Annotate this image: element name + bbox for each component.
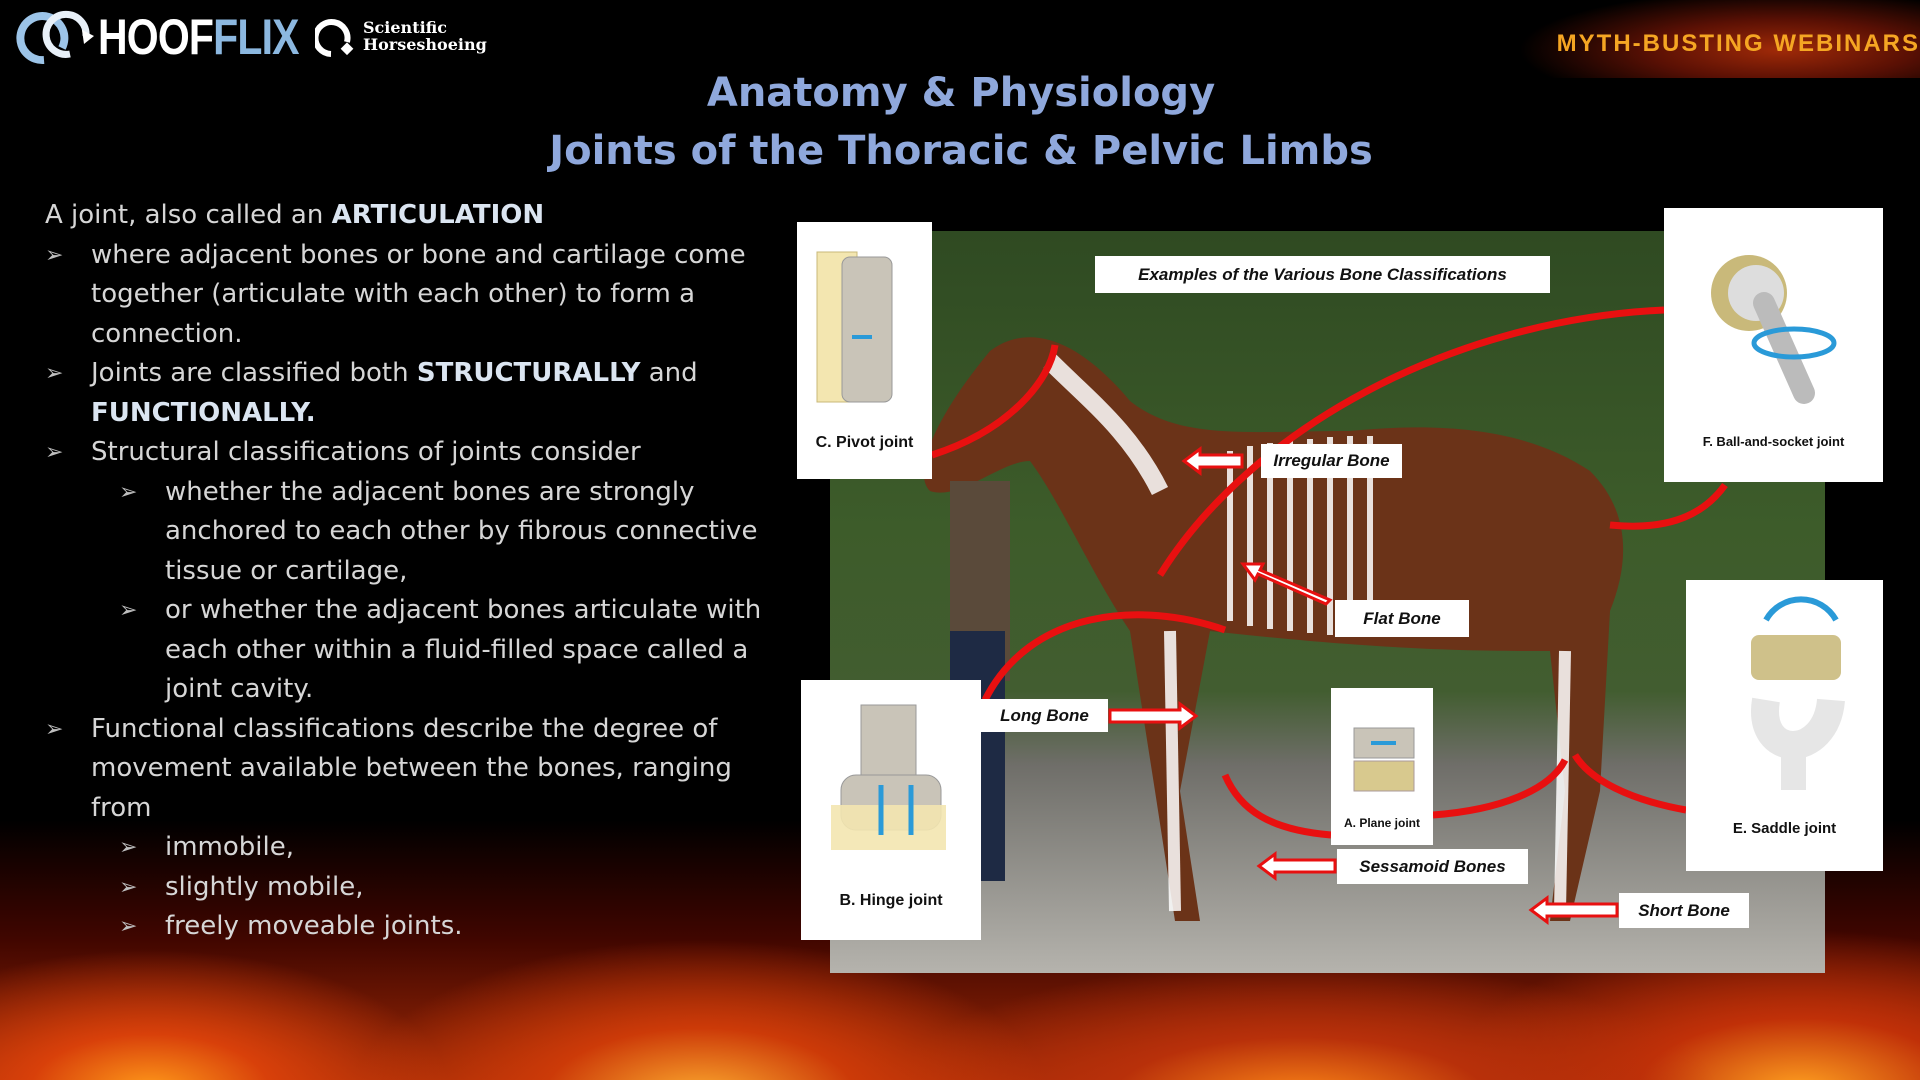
pivot-joint-label: C. Pivot joint — [815, 434, 914, 451]
sub-bullet: ➢slightly mobile, — [45, 868, 765, 908]
short-bone-label: Short Bone — [1619, 893, 1749, 928]
arrow-bullet-icon: ➢ — [45, 716, 64, 742]
bullet: ➢Functional classifications describe the… — [45, 710, 765, 829]
bullet: ➢Structural classifications of joints co… — [45, 433, 765, 473]
saddle-arrow — [1572, 753, 1687, 814]
plane-joint-icon — [1353, 727, 1415, 792]
arrow-bullet-icon: ➢ — [119, 479, 138, 505]
flat-bone-label: Flat Bone — [1335, 600, 1469, 637]
ball-arrow — [1157, 306, 1665, 577]
sub-bullet: ➢immobile, — [45, 828, 765, 868]
saddle-joint-icon — [1751, 596, 1845, 790]
arrow-bullet-icon: ➢ — [119, 598, 138, 623]
sub-bullet: ➢whether the adjacent bones are strongly… — [45, 473, 765, 592]
slide-title-line2: Joints of the Thoracic & Pelvic Limbs — [549, 128, 1373, 174]
plane-arrow-right — [1432, 758, 1569, 819]
horseshoe-logo-icon — [16, 10, 94, 65]
pivot-arrow — [930, 344, 1059, 459]
arrow-bullet-icon: ➢ — [45, 242, 64, 268]
sesamoid-bones-label: Sessamoid Bones — [1337, 849, 1528, 884]
saddle-joint-card: E. Saddle joint — [1686, 580, 1883, 871]
ball-socket-joint-icon — [1711, 255, 1837, 404]
hinge-joint-icon — [831, 704, 946, 850]
hinge-arrow — [981, 611, 1227, 702]
bullet: ➢Joints are classified both STRUCTURALLY… — [45, 354, 765, 433]
irregular-bone-label: Irregular Bone — [1261, 444, 1402, 478]
arrow-bullet-icon: ➢ — [119, 914, 138, 939]
ball-socket-joint-label: F. Ball-and-socket joint — [1702, 434, 1845, 449]
ball-socket-joint-card: F. Ball-and-socket joint — [1664, 208, 1883, 482]
hinge-joint-label: B. Hinge joint — [839, 892, 943, 909]
figure-title: Examples of the Various Bone Classificat… — [1095, 256, 1550, 293]
arrow-bullet-icon: ➢ — [119, 874, 138, 900]
arrow-bullet-icon: ➢ — [119, 835, 138, 860]
plane-joint-card: A. Plane joint — [1331, 688, 1433, 845]
long-bone-label: Long Bone — [981, 699, 1108, 732]
pivot-joint-card: C. Pivot joint — [797, 222, 932, 479]
slide-body: A joint, also called an ARTICULATION ➢wh… — [45, 196, 765, 947]
hoofflix-logo: HOOFFLIX — [16, 8, 343, 66]
hoofflix-wordmark: HOOFFLIX — [98, 9, 300, 65]
horseshoe-icon — [315, 19, 354, 57]
arrow-bullet-icon: ➢ — [45, 361, 64, 386]
plane-arrow-left — [1221, 773, 1332, 839]
bullet: ➢where adjacent bones or bone and cartil… — [45, 236, 765, 355]
series-badge: MYTH-BUSTING WEBINARS — [1520, 0, 1920, 78]
pivot-joint-icon — [816, 251, 893, 403]
arrow-bullet-icon: ➢ — [45, 440, 64, 465]
sub-bullet: ➢or whether the adjacent bones articulat… — [45, 591, 765, 710]
ball-arrow-2 — [1609, 482, 1728, 530]
plane-joint-label: A. Plane joint — [1343, 816, 1420, 830]
intro-text: A joint, also called an ARTICULATION — [45, 200, 545, 230]
sub-bullet: ➢freely moveable joints. — [45, 907, 765, 947]
saddle-joint-label: E. Saddle joint — [1732, 820, 1837, 837]
slide-title-line1: Anatomy & Physiology — [706, 70, 1216, 116]
hinge-joint-card: B. Hinge joint — [801, 680, 981, 940]
